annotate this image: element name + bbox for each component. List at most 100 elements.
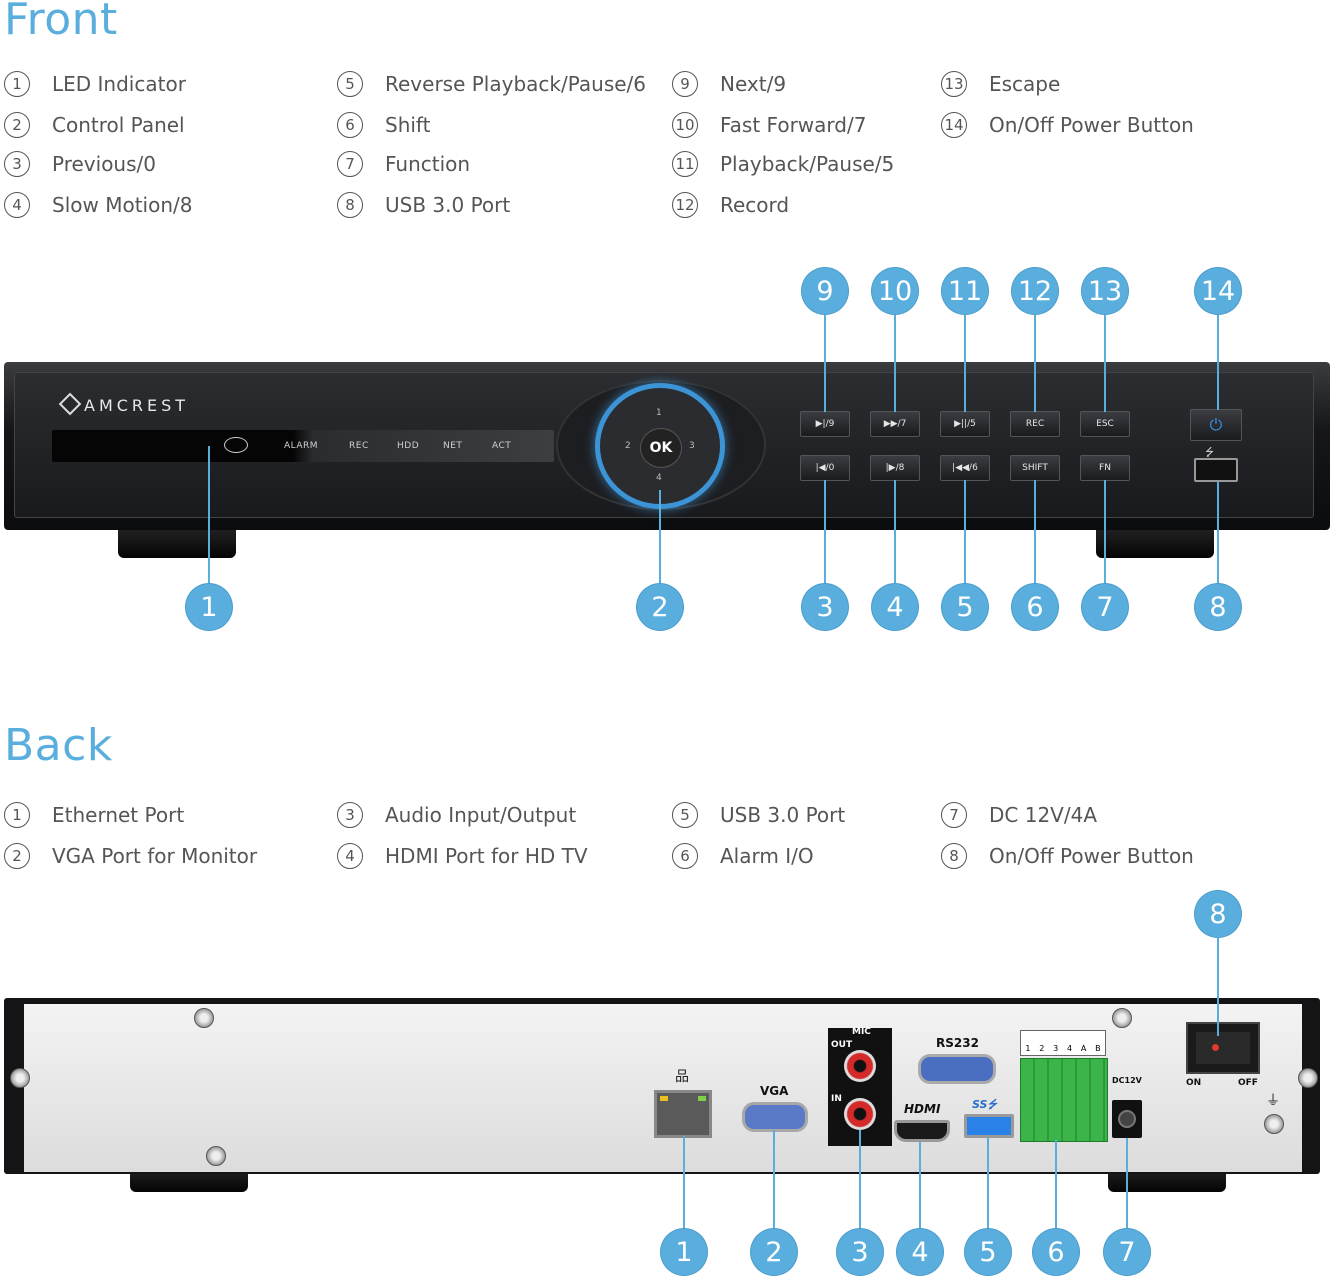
brand-logo: AMCREST	[58, 392, 189, 416]
legend-label: Shift	[385, 113, 431, 137]
record-button[interactable]: REC	[1010, 411, 1060, 437]
legend-label: Fast Forward/7	[720, 113, 867, 137]
leader-line	[1217, 936, 1219, 1036]
function-button[interactable]: FN	[1080, 455, 1130, 481]
legend-number: 1	[4, 71, 30, 97]
usb-port[interactable]	[1194, 458, 1238, 482]
leader-line	[919, 1142, 921, 1230]
legend-item: 2 VGA Port for Monitor	[4, 840, 257, 872]
alarm-pin-label: B	[1095, 1044, 1101, 1053]
leader-line	[773, 1130, 775, 1230]
legend-number: 2	[4, 843, 30, 869]
alarm-terminal-block[interactable]	[1020, 1058, 1108, 1142]
off-label: OFF	[1238, 1078, 1258, 1088]
rocker	[1196, 1032, 1250, 1064]
vga-port[interactable]	[742, 1102, 808, 1132]
legend-number: 13	[941, 71, 967, 97]
back-callout-8: 8	[1195, 891, 1241, 937]
dc-jack	[1118, 1110, 1136, 1128]
dpad-up-label: 1	[656, 408, 662, 418]
previous-button[interactable]: |◀/0	[800, 455, 850, 481]
legend-item: 7 DC 12V/4A	[941, 799, 1097, 831]
dpad-right-label: 3	[689, 441, 695, 451]
leader-line	[859, 1130, 861, 1230]
network-icon: 品	[675, 1069, 689, 1085]
in-label: IN	[831, 1094, 842, 1104]
switch-led	[1212, 1044, 1219, 1051]
legend-label: Alarm I/O	[720, 844, 814, 868]
callout-3: 3	[802, 584, 848, 630]
audio-out-port[interactable]	[844, 1050, 876, 1082]
hdmi-port[interactable]	[894, 1120, 950, 1142]
usb3-port[interactable]	[964, 1114, 1014, 1138]
legend-number: 5	[672, 802, 698, 828]
legend-number: 7	[337, 151, 363, 177]
callout-14: 14	[1195, 268, 1241, 314]
callout-7: 7	[1082, 584, 1128, 630]
power-button[interactable]: ⏻	[1190, 409, 1242, 441]
callout-9: 9	[802, 268, 848, 314]
fast-forward-button[interactable]: ▶▶/7	[870, 411, 920, 437]
shift-button[interactable]: SHIFT	[1010, 455, 1060, 481]
dc-power-port[interactable]	[1112, 1100, 1142, 1138]
dc-label: DC12V	[1112, 1076, 1142, 1085]
legend-number: 5	[337, 71, 363, 97]
legend-label: Playback/Pause/5	[720, 152, 895, 176]
next-button[interactable]: ▶|/9	[800, 411, 850, 437]
ethernet-port[interactable]	[654, 1090, 712, 1138]
rs232-port[interactable]	[918, 1054, 996, 1084]
legend-label: Record	[720, 193, 790, 217]
leader-line	[1104, 314, 1106, 412]
screw-icon	[1298, 1068, 1318, 1088]
reverse-playback-button[interactable]: |◀◀/6	[940, 455, 990, 481]
dpad-down-label: 4	[656, 473, 662, 483]
escape-button[interactable]: ESC	[1080, 411, 1130, 437]
link-led	[660, 1096, 668, 1101]
leader-line	[1217, 482, 1219, 586]
mic-label: MIC	[852, 1027, 871, 1037]
ok-button[interactable]: OK	[640, 428, 682, 468]
legend-label: Ethernet Port	[52, 803, 185, 827]
back-callout-2: 2	[751, 1229, 797, 1275]
ground-icon: ⏚	[1266, 1093, 1280, 1109]
leader-line	[894, 314, 896, 412]
legend-label: On/Off Power Button	[989, 844, 1194, 868]
callout-4: 4	[872, 584, 918, 630]
led-indicator-strip	[52, 430, 554, 462]
led-label-act: ACT	[492, 441, 512, 451]
logo-icon	[58, 392, 82, 416]
legend-label: DC 12V/4A	[989, 803, 1097, 827]
slow-motion-button[interactable]: |▶/8	[870, 455, 920, 481]
legend-number: 11	[672, 151, 698, 177]
back-callout-5: 5	[965, 1229, 1011, 1275]
legend-label: Reverse Playback/Pause/6	[385, 72, 647, 96]
power-switch[interactable]	[1186, 1022, 1260, 1074]
legend-label: On/Off Power Button	[989, 113, 1194, 137]
legend-number: 4	[4, 192, 30, 218]
leader-line	[824, 314, 826, 412]
legend-number: 3	[337, 802, 363, 828]
legend-label: Previous/0	[52, 152, 156, 176]
leader-line	[964, 480, 966, 586]
callout-5: 5	[942, 584, 988, 630]
legend-number: 7	[941, 802, 967, 828]
playback-button[interactable]: ▶||/5	[940, 411, 990, 437]
screw-icon	[194, 1008, 214, 1028]
legend-label: Next/9	[720, 72, 787, 96]
screw-icon	[206, 1146, 226, 1166]
audio-in-port[interactable]	[844, 1098, 876, 1130]
legend-label: VGA Port for Monitor	[52, 844, 258, 868]
